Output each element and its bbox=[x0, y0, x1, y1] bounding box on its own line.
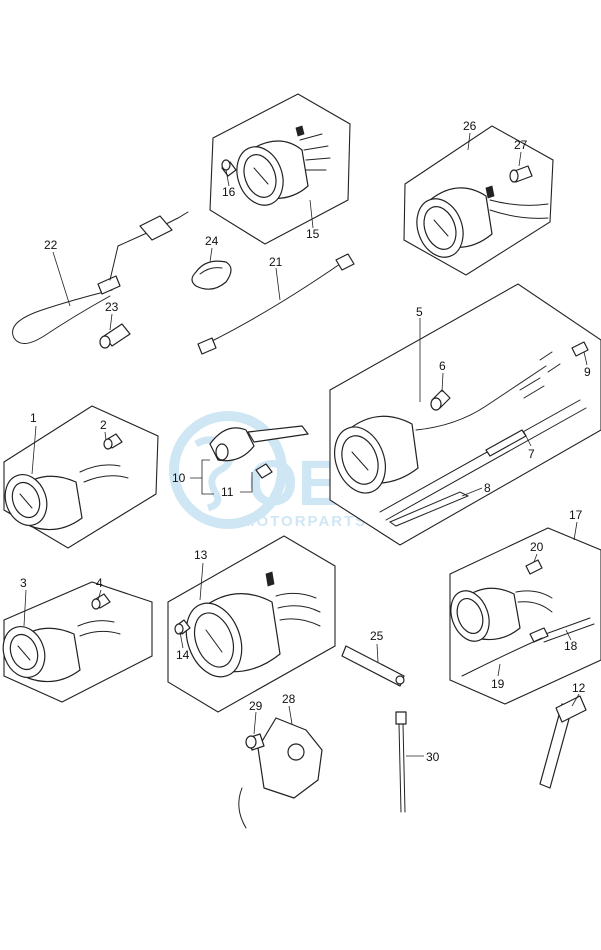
handle-12[interactable] bbox=[539, 695, 587, 789]
wire-19[interactable] bbox=[461, 637, 543, 677]
callouts: 15 16 26 27 22 23 24 21 5 6 9 7 8 1 2 10… bbox=[20, 119, 591, 764]
callout-11: 11 bbox=[221, 485, 234, 499]
leader-lines bbox=[23, 132, 588, 757]
callout-2: 2 bbox=[100, 418, 107, 432]
cable-tie-30[interactable] bbox=[395, 711, 407, 813]
callout-29: 29 bbox=[249, 699, 263, 713]
panel-17 bbox=[449, 527, 601, 705]
bulb-27[interactable] bbox=[509, 165, 533, 183]
callout-23: 23 bbox=[105, 300, 119, 314]
gauge-5[interactable] bbox=[326, 365, 547, 500]
callout-25: 25 bbox=[370, 629, 384, 643]
callout-20: 20 bbox=[530, 540, 544, 554]
callout-21: 21 bbox=[269, 255, 283, 269]
callout-24: 24 bbox=[205, 234, 219, 248]
callout-22: 22 bbox=[44, 238, 58, 252]
callout-12: 12 bbox=[572, 681, 586, 695]
callout-4: 4 bbox=[96, 576, 103, 590]
callout-15: 15 bbox=[306, 227, 320, 241]
grommet-24[interactable] bbox=[191, 260, 232, 290]
bulb-14[interactable] bbox=[174, 619, 191, 635]
callout-3: 3 bbox=[20, 576, 27, 590]
bolt-29[interactable] bbox=[245, 733, 265, 751]
callout-27: 27 bbox=[514, 138, 528, 152]
terminal-9[interactable] bbox=[571, 341, 589, 357]
callout-17: 17 bbox=[569, 508, 583, 522]
callout-13: 13 bbox=[194, 548, 208, 562]
callout-8: 8 bbox=[484, 481, 491, 495]
callout-26: 26 bbox=[463, 119, 477, 133]
bracket-25[interactable] bbox=[341, 645, 405, 687]
panel-5 bbox=[329, 283, 601, 546]
callout-28: 28 bbox=[282, 692, 296, 706]
tool-10[interactable] bbox=[209, 425, 309, 462]
gauge-26[interactable] bbox=[409, 185, 549, 264]
bulb-6[interactable] bbox=[430, 389, 451, 411]
watermark-tagline: MOTORPARTS bbox=[242, 513, 367, 530]
bulb-16[interactable] bbox=[221, 159, 237, 177]
gauge-1[interactable] bbox=[0, 464, 129, 531]
bulb-2[interactable] bbox=[103, 433, 123, 450]
callout-9: 9 bbox=[584, 365, 591, 379]
tube-7[interactable] bbox=[379, 399, 587, 521]
clip-11[interactable] bbox=[255, 463, 273, 479]
callout-7: 7 bbox=[528, 447, 535, 461]
gauge-3[interactable] bbox=[0, 620, 121, 684]
switch-28[interactable] bbox=[238, 717, 323, 829]
connector-set-5 bbox=[519, 351, 561, 399]
gauge-13[interactable] bbox=[177, 571, 321, 685]
harness-18[interactable] bbox=[529, 617, 595, 643]
callout-19: 19 bbox=[491, 677, 505, 691]
connector-23[interactable] bbox=[99, 323, 131, 349]
gauge-17[interactable] bbox=[444, 585, 553, 646]
callout-6: 6 bbox=[439, 359, 446, 373]
tie-8[interactable] bbox=[388, 491, 470, 527]
callout-30: 30 bbox=[426, 750, 440, 764]
callout-5: 5 bbox=[416, 305, 423, 319]
harness-21[interactable] bbox=[197, 253, 355, 355]
callout-16: 16 bbox=[222, 185, 236, 199]
callout-1: 1 bbox=[30, 411, 37, 425]
callout-18: 18 bbox=[564, 639, 578, 653]
callout-14: 14 bbox=[176, 648, 190, 662]
cable-22[interactable] bbox=[12, 211, 189, 344]
bulb-4[interactable] bbox=[91, 593, 111, 610]
gauge-15[interactable] bbox=[229, 125, 331, 212]
callout-10: 10 bbox=[172, 471, 186, 485]
